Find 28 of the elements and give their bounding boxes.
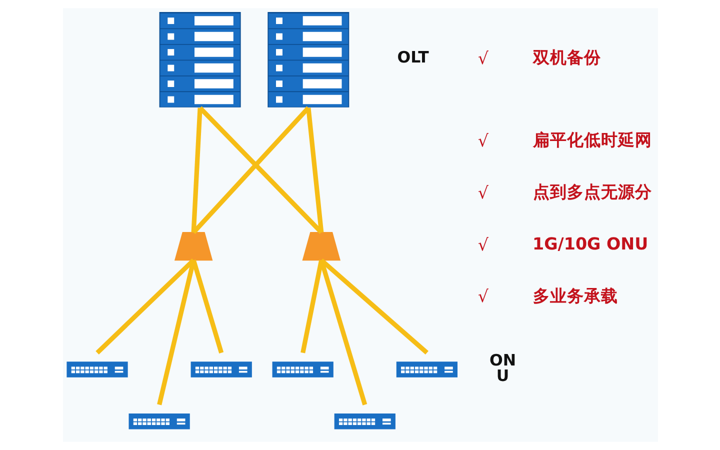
connector (191, 106, 310, 234)
label: ON U (488, 350, 516, 386)
connector (306, 108, 324, 233)
node-picture (396, 362, 457, 378)
connector (198, 106, 323, 234)
label: 1G/10G ONU (532, 234, 648, 254)
connector (319, 258, 428, 355)
connector (95, 258, 195, 354)
connector (190, 108, 202, 233)
node-picture (302, 232, 340, 261)
label: 扁平化低时延网 (532, 130, 652, 150)
node-picture (174, 232, 212, 261)
label: 点到多点无源分 (532, 182, 652, 202)
node-picture (272, 362, 333, 378)
label: OLT (396, 48, 428, 67)
label: 多业务承载 (532, 286, 618, 306)
label: √ (477, 184, 488, 203)
node-picture (334, 413, 395, 430)
label: √ (477, 235, 488, 254)
label: √ (477, 287, 488, 306)
connector (190, 260, 224, 354)
connector (300, 260, 324, 354)
node-picture (128, 413, 190, 430)
node-picture (66, 362, 128, 378)
label: 双机备份 (532, 48, 600, 67)
node-picture (190, 362, 252, 378)
label: √ (477, 48, 488, 68)
label: √ (477, 132, 488, 151)
